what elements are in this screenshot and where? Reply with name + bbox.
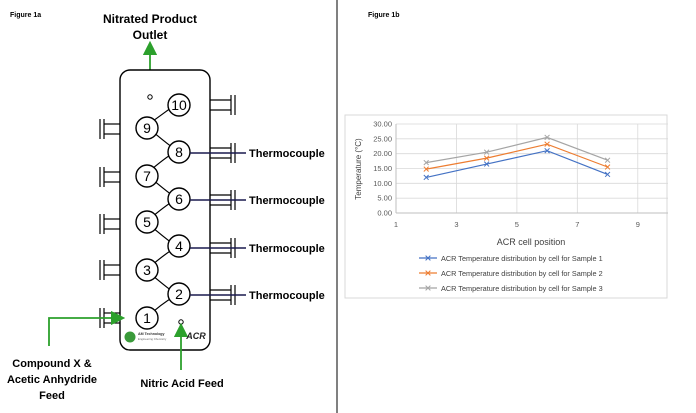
legend-label: ACR Temperature distribution by cell for…	[441, 254, 603, 263]
legend-marker	[425, 255, 431, 261]
chart-frame	[344, 114, 668, 299]
cell-8	[167, 140, 191, 164]
cell-10	[167, 93, 191, 117]
legend-entry-3: ACR Temperature distribution by cell for…	[419, 284, 603, 293]
y-tick-label: 5.00	[377, 194, 392, 203]
reactor-cells	[135, 93, 191, 330]
cell-number-5: 5	[143, 214, 151, 230]
nitric-acid-label: Nitric Acid Feed	[140, 378, 223, 390]
series-line	[426, 143, 608, 170]
y-tick-label: 25.00	[373, 134, 392, 143]
figure-1a-title: Figure 1a	[10, 12, 41, 19]
cell-number-3: 3	[143, 262, 151, 278]
data-point	[544, 147, 550, 154]
data-point	[604, 171, 611, 178]
left-port	[99, 167, 120, 187]
data-point	[604, 164, 611, 170]
chart-legend: ACR Temperature distribution by cell for…	[419, 254, 603, 293]
cell-4	[167, 234, 191, 258]
cell-number-6: 6	[175, 191, 183, 207]
series-3	[423, 134, 611, 166]
chart-axes	[395, 124, 668, 214]
cell-number-4: 4	[175, 238, 183, 254]
outlet-label-line1: Nitrated Product	[103, 12, 197, 26]
feed-label-line3: Feed	[39, 390, 65, 402]
data-point	[423, 159, 429, 166]
cell-2	[167, 282, 191, 306]
x-tick-label: 7	[575, 220, 579, 229]
thermocouple-label-cell-2: Thermocouple	[249, 290, 325, 302]
series-line	[426, 136, 608, 164]
data-point	[544, 141, 550, 147]
right-ports	[210, 95, 236, 305]
am-technology-logo: AM Technology Engineering Chemistry	[124, 331, 167, 343]
left-port	[99, 214, 120, 234]
thermocouple-label-cell-6: Thermocouple	[249, 195, 325, 207]
y-tick-label: 20.00	[373, 149, 392, 158]
data-point	[544, 134, 550, 141]
thermocouple-labels: Thermocouple Thermocouple Thermocouple T…	[249, 148, 325, 302]
left-port	[99, 260, 120, 280]
cell-number-7: 7	[143, 168, 151, 184]
logo-left-line1: AM Technology	[138, 332, 165, 336]
y-axis-label: Temperature (°C)	[354, 138, 363, 200]
cell-number-9: 9	[143, 120, 151, 136]
feed-label-line1: Compound X &	[12, 358, 91, 370]
x-tick-label: 1	[394, 220, 398, 229]
cell-1	[135, 306, 159, 330]
data-point	[483, 149, 490, 155]
data-point	[604, 157, 611, 163]
series-2	[423, 141, 611, 172]
legend-marker	[425, 285, 431, 291]
feed-label-line2: Acetic Anhydride	[7, 374, 97, 386]
y-tick-label: 30.00	[373, 120, 392, 129]
right-port	[210, 95, 236, 115]
thermocouple-label-cell-4: Thermocouple	[249, 243, 325, 255]
y-tick-label: 15.00	[373, 164, 392, 173]
y-tick-label: 10.00	[373, 179, 392, 188]
legend-marker	[425, 270, 431, 276]
chart-series	[423, 134, 611, 181]
feed-arrow	[48, 310, 126, 346]
y-tick-labels: 0.00 5.00 10.00 15.00 20.00 25.00 30.00	[373, 120, 392, 218]
data-point	[483, 155, 490, 161]
series-line	[426, 150, 608, 178]
logo-left-line2: Engineering Chemistry	[138, 337, 167, 341]
legend-label: ACR Temperature distribution by cell for…	[441, 284, 603, 293]
cell-3	[135, 258, 159, 282]
cell-9	[135, 116, 159, 140]
outlet-label-line2: Outlet	[133, 28, 168, 42]
cell-7	[135, 164, 159, 188]
cell-number-10: 10	[171, 97, 187, 113]
legend-label: ACR Temperature distribution by cell for…	[441, 269, 603, 278]
x-tick-label: 9	[636, 220, 640, 229]
cell-number-8: 8	[175, 144, 183, 160]
data-point	[483, 161, 490, 167]
legend-entry-2: ACR Temperature distribution by cell for…	[419, 269, 603, 278]
data-point	[423, 166, 429, 172]
left-ports	[99, 119, 120, 328]
left-port	[99, 119, 120, 139]
outlet-port-dot	[147, 94, 153, 100]
cell-5	[135, 210, 159, 234]
cell-number-1: 1	[143, 310, 151, 326]
legend-entry-1: ACR Temperature distribution by cell for…	[419, 254, 603, 263]
x-tick-label: 5	[515, 220, 519, 229]
acid-port-dot	[178, 319, 184, 325]
x-tick-labels: 1 3 5 7 9	[394, 220, 640, 229]
figure-1b-title: Figure 1b	[368, 12, 400, 19]
acr-logo: ACR	[185, 331, 206, 341]
cell-number-2: 2	[175, 286, 183, 302]
x-axis-label: ACR cell position	[497, 237, 566, 247]
series-1	[423, 147, 611, 181]
thermocouple-label-cell-8: Thermocouple	[249, 148, 325, 160]
cell-numbers: 10 9 8 7 6 5 4 3 2 1	[143, 97, 187, 326]
y-tick-label: 0.00	[377, 209, 392, 218]
x-tick-label: 3	[454, 220, 458, 229]
thermocouple-lines	[190, 152, 246, 296]
data-point	[423, 174, 429, 181]
cell-6	[167, 187, 191, 211]
am-technology-logo-mark	[124, 331, 136, 343]
